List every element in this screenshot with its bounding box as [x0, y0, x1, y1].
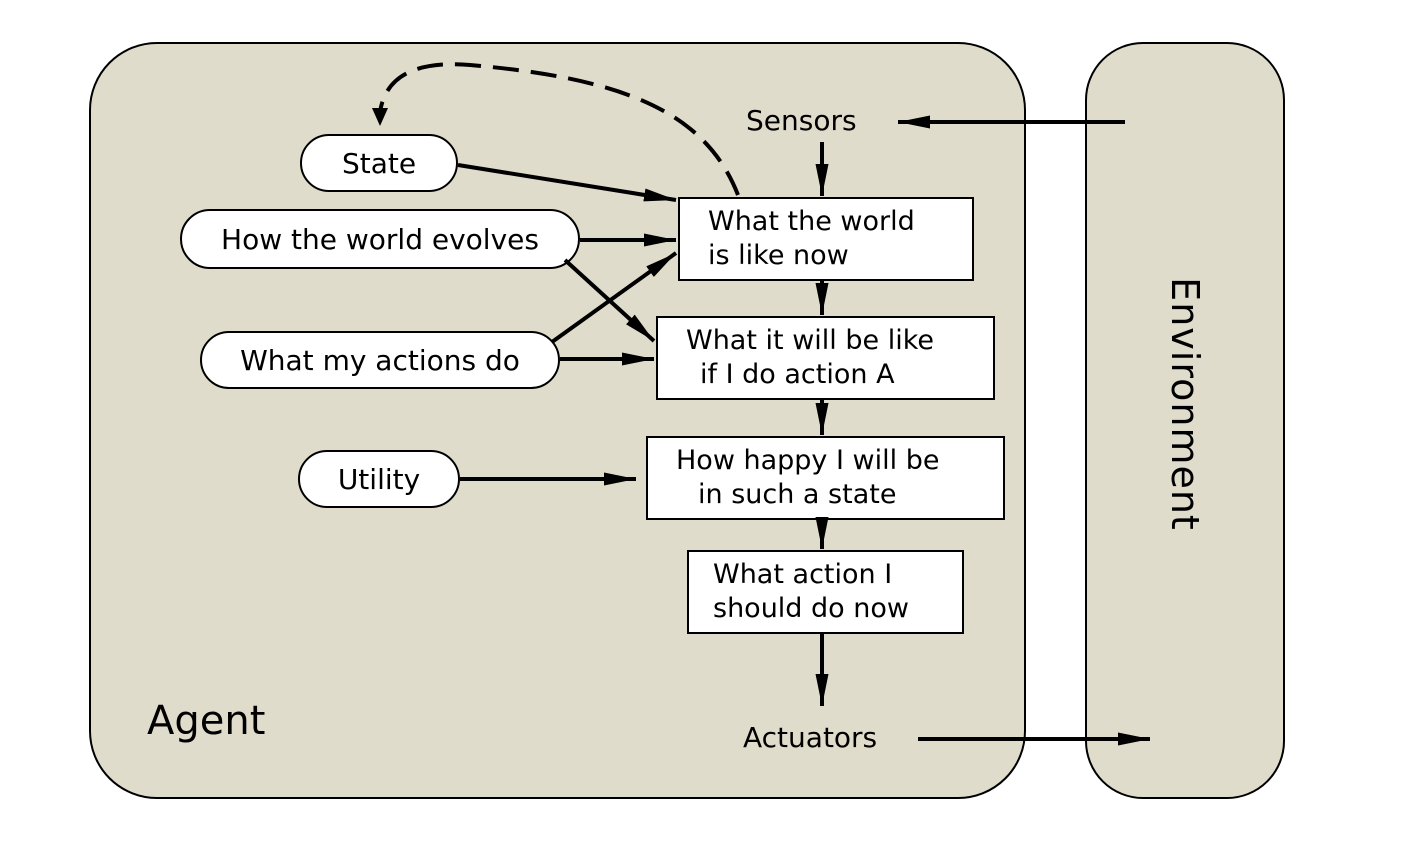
happiness-box: How happy I will be in such a state [646, 436, 1005, 520]
action-choice-line1: What action I [713, 559, 893, 590]
action-a-outcome-line1: What it will be like [686, 325, 934, 356]
world-evolves-node-label: How the world evolves [221, 222, 539, 256]
environment-panel [1085, 42, 1285, 799]
world-to-state-feedback-arrow [378, 62, 740, 196]
agent-label: Agent [147, 698, 266, 744]
utility-node: Utility [298, 450, 460, 508]
happiness-line2: in such a state [698, 479, 897, 510]
state-node-label: State [341, 146, 417, 180]
happiness-line1: How happy I will be [676, 445, 940, 476]
sensors-label: Sensors [746, 104, 857, 137]
action-choice-box: What action I should do now [687, 550, 964, 634]
world-now-line1: What the world [708, 206, 915, 237]
world-now-box: What the world is like now [678, 197, 974, 281]
state-node: State [300, 134, 458, 192]
action-a-outcome-line2: if I do action A [700, 359, 895, 390]
agent-panel [89, 42, 1026, 799]
world-now-line2: is like now [708, 240, 849, 271]
utility-node-label: Utility [337, 462, 421, 496]
world-evolves-node: How the world evolves [180, 209, 580, 269]
actions-do-node: What my actions do [200, 331, 560, 389]
action-a-outcome-box: What it will be like if I do action A [656, 316, 995, 400]
actions-to-world-arrow [550, 251, 678, 344]
feedback-arrowhead [372, 108, 388, 126]
actuators-label: Actuators [743, 721, 878, 754]
actions-do-node-label: What my actions do [240, 343, 520, 377]
action-choice-line2: should do now [713, 593, 909, 624]
state-to-world-arrow [457, 163, 677, 202]
